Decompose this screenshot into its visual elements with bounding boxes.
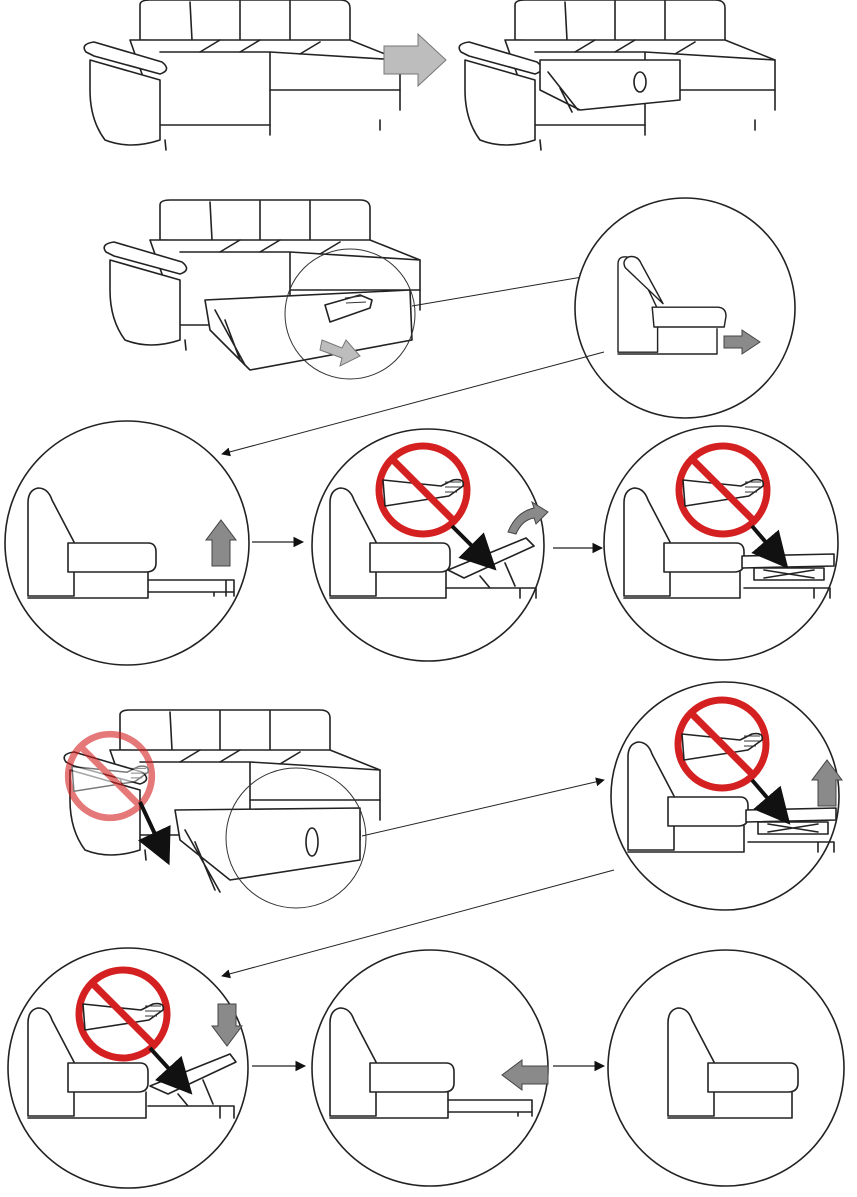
black-arrow-down xyxy=(137,801,171,866)
circle-lift xyxy=(4,420,250,666)
corner-sofa-open xyxy=(458,0,776,151)
corner-sofa-no-hand xyxy=(63,709,381,909)
circle-no-hand-raise xyxy=(311,428,549,662)
black-arrow-down xyxy=(148,1046,193,1095)
gray-arrow-up-icon xyxy=(205,519,237,567)
gray-arrow-left-icon xyxy=(501,1059,549,1091)
gray-arrow-up-icon xyxy=(811,759,843,807)
pointer-arrow xyxy=(221,351,605,457)
hand-icon xyxy=(324,294,373,323)
circle-no-hand-lower xyxy=(7,947,249,1189)
black-arrow-down xyxy=(450,524,497,571)
pointer-arrow xyxy=(221,869,615,979)
zoom-circle-pull-seat xyxy=(574,197,796,419)
gray-arrow-curve-icon xyxy=(507,500,549,535)
gray-arrow-right-icon xyxy=(723,329,761,355)
black-arrow-down xyxy=(750,778,791,825)
pointer-arrow xyxy=(361,777,605,837)
black-arrow-down xyxy=(750,524,789,569)
circle-no-hand-lift xyxy=(610,681,843,911)
gray-arrow-down-icon xyxy=(211,1003,243,1047)
gray-arrow-pull-icon xyxy=(319,339,361,367)
zoom-circle xyxy=(284,248,416,380)
corner-sofa-pull-front xyxy=(103,199,421,371)
corner-sofa-closed xyxy=(83,0,401,151)
gray-arrow-right-icon xyxy=(383,32,447,88)
pointer-arrow xyxy=(411,272,589,307)
circle-push-back xyxy=(311,949,549,1187)
circle-no-hand-locked xyxy=(603,425,839,661)
circle-closed xyxy=(607,949,845,1187)
